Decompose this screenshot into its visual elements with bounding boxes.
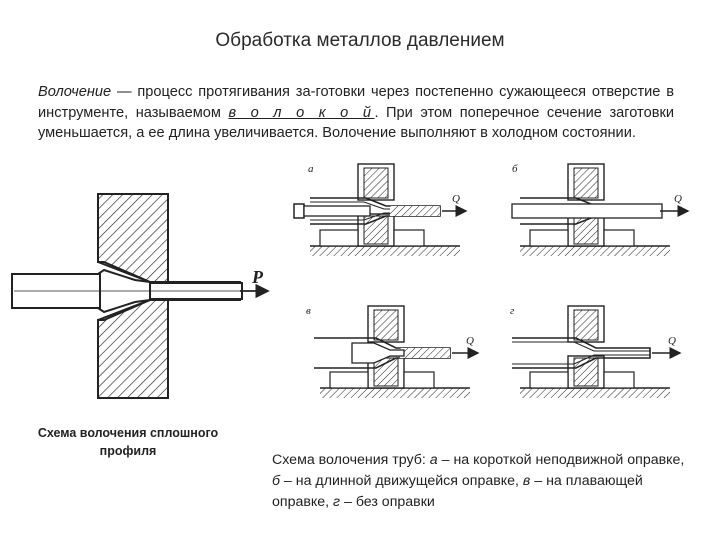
panel-a-force: Q	[452, 193, 460, 205]
caption-text-b: – на длинной движущейся оправке,	[279, 473, 523, 489]
caption-letter-v: в	[522, 473, 531, 489]
intro-paragraph: Волочение — процесс протягивания за-гото…	[38, 82, 674, 144]
panel-a-label: а	[308, 163, 314, 175]
panel-g-force: Q	[668, 335, 676, 347]
solid-drawing-caption: Схема волочения сплошного профиля	[37, 426, 219, 458]
tube-drawing-caption: Схема волочения труб: а – на короткой не…	[272, 450, 692, 513]
caption-letter-a: а	[429, 452, 438, 468]
caption-letter-b: б	[272, 473, 280, 489]
panel-b-label: б	[512, 163, 518, 175]
intro-text-1: — процесс протягивания за-готовки через …	[38, 84, 674, 121]
panel-g-label: г	[510, 305, 515, 317]
tube-panel-v: в Q	[306, 305, 480, 399]
tube-panel-a: а Q	[293, 163, 468, 257]
caption-text-g: – без оправки	[340, 494, 435, 510]
intro-text-2: . При этом поперечное сечение заготовки …	[38, 104, 674, 142]
caption-text-v: – на плавающей оправке,	[272, 473, 643, 510]
page-title: Обработка металлов давлением	[215, 30, 505, 51]
solid-drawing-diagram: P	[11, 193, 270, 399]
panel-v-label: в	[306, 305, 311, 317]
panel-b-force: Q	[674, 193, 682, 205]
tube-panel-g: г Q	[510, 305, 682, 399]
caption-letter-g: г	[333, 494, 341, 510]
panel-v-force: Q	[466, 335, 474, 347]
force-label-p: P	[251, 267, 264, 287]
term-die: в о л о к о й	[228, 104, 375, 121]
term-drawing: Волочение	[38, 84, 112, 100]
caption-text-a: – на короткой неподвижной оправке,	[437, 452, 685, 468]
tube-panel-b: б Q	[511, 163, 690, 257]
caption-prefix: Схема волочения труб:	[272, 452, 430, 468]
